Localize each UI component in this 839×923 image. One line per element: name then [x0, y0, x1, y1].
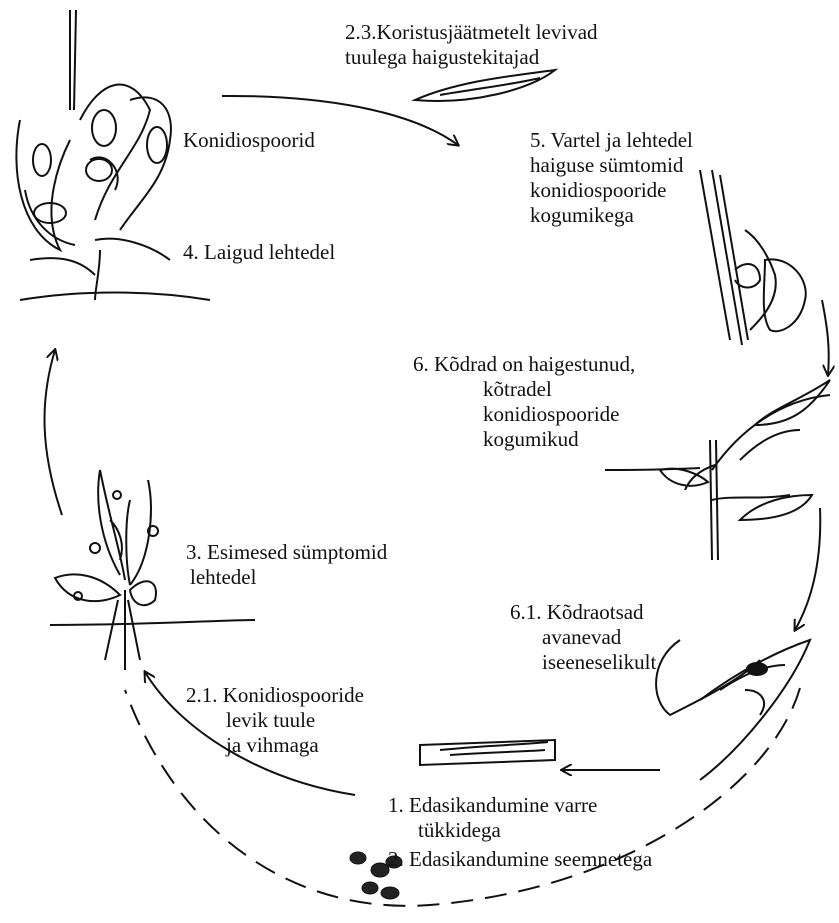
- arrow-5-to-6: [822, 300, 829, 375]
- label-step-2-1: 2.1. Konidiospooride levik tuule ja vihm…: [186, 683, 364, 758]
- label-step-6-line1: 6. Kõdrad on haigestunud,: [413, 352, 635, 377]
- label-step-6: 6. Kõdrad on haigestunud, kõtradel konid…: [413, 352, 635, 452]
- label-step-6-line4: kogumikud: [413, 427, 635, 452]
- pod-plant-icon: [605, 380, 830, 560]
- label-step-6-1-line3: iseeneselikult: [510, 650, 656, 675]
- plant-debris-icon: [415, 70, 555, 101]
- arrow-3-to-4: [45, 350, 62, 515]
- label-step-5: 5. Vartel ja lehtedel haiguse sümtomid k…: [530, 128, 693, 228]
- label-step-4: 4. Laigud lehtedel: [183, 240, 335, 265]
- label-step-6-line3: konidiospooride: [413, 402, 635, 427]
- label-step-5-line4: kogumikega: [530, 203, 693, 228]
- label-step-2-3-line2: tuulega haigustekitajad: [345, 45, 598, 70]
- label-step-5-line2: haiguse sümtomid: [530, 153, 693, 178]
- label-step-2-1-line1: 2.1. Konidiospooride: [186, 683, 364, 708]
- label-step-1-line1: 1. Edasikandumine varre: [388, 793, 597, 818]
- stem-symptoms-icon: [700, 170, 806, 345]
- label-step-3-line1: 3. Esimesed sümptomid: [186, 540, 387, 565]
- opening-pod-icon: [656, 640, 810, 780]
- label-step-2-3-line1: 2.3.Koristusjäätmetelt levivad: [345, 20, 598, 45]
- label-step-1-line2: tükkidega: [388, 818, 597, 843]
- label-step-6-1-line2: avanevad: [510, 625, 656, 650]
- label-step-3-line2: lehtedel: [186, 565, 387, 590]
- label-step-5-line1: 5. Vartel ja lehtedel: [530, 128, 693, 153]
- label-step-1: 1. Edasikandumine varre tükkidega: [388, 793, 597, 843]
- label-step-2-1-line2: levik tuule: [186, 708, 364, 733]
- label-step-5-line3: konidiospooride: [530, 178, 693, 203]
- label-step-2-1-line3: ja vihmaga: [186, 733, 364, 758]
- label-step-2-3: 2.3.Koristusjäätmetelt levivad tuulega h…: [345, 20, 598, 70]
- label-konidiospoorid: Konidiospoorid: [183, 128, 315, 153]
- label-step-6-line2: kõtradel: [413, 377, 635, 402]
- label-step-6-1-line1: 6.1. Kõdraotsad: [510, 600, 656, 625]
- stem-pieces-icon: [420, 740, 555, 765]
- label-step-2: 2. Edasikandumine seemnetega: [388, 847, 652, 872]
- label-step-6-1: 6.1. Kõdraotsad avanevad iseeneselikult: [510, 600, 656, 675]
- plant-spotted-leaves-icon: [16, 10, 210, 300]
- label-step-3: 3. Esimesed sümptomid lehtedel: [186, 540, 387, 590]
- arrow-6-to-6-1: [795, 508, 820, 630]
